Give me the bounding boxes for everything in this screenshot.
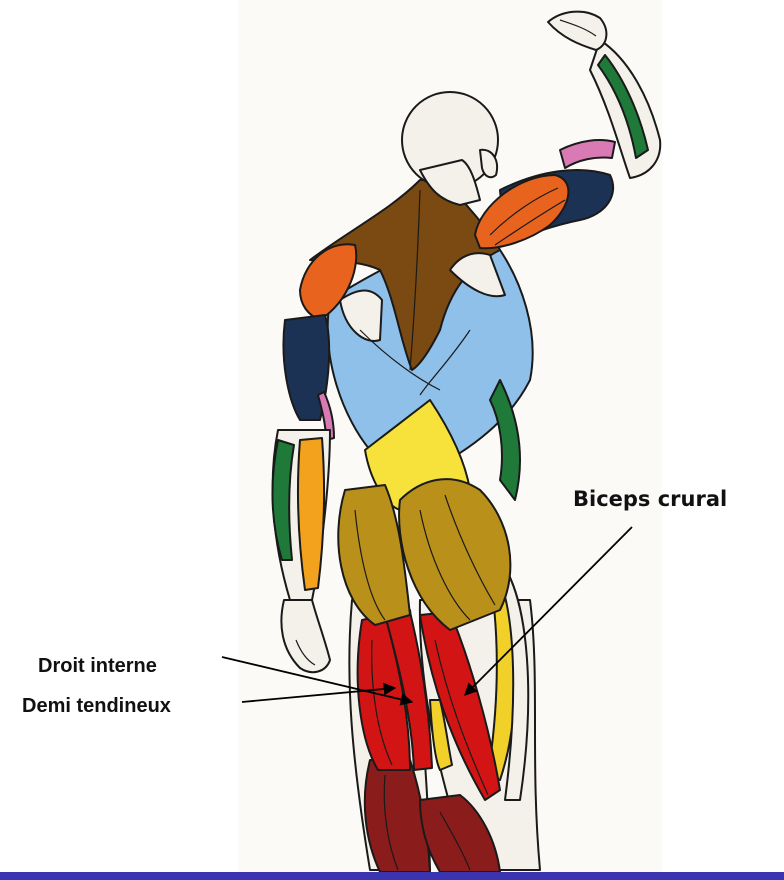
forearm-orange — [298, 438, 324, 590]
label-biceps-crural: Biceps crural — [573, 487, 727, 511]
label-demi-tendineux: Demi tendineux — [22, 695, 171, 717]
bottom-bar — [0, 872, 784, 880]
label-droit-interne: Droit interne — [38, 655, 157, 677]
